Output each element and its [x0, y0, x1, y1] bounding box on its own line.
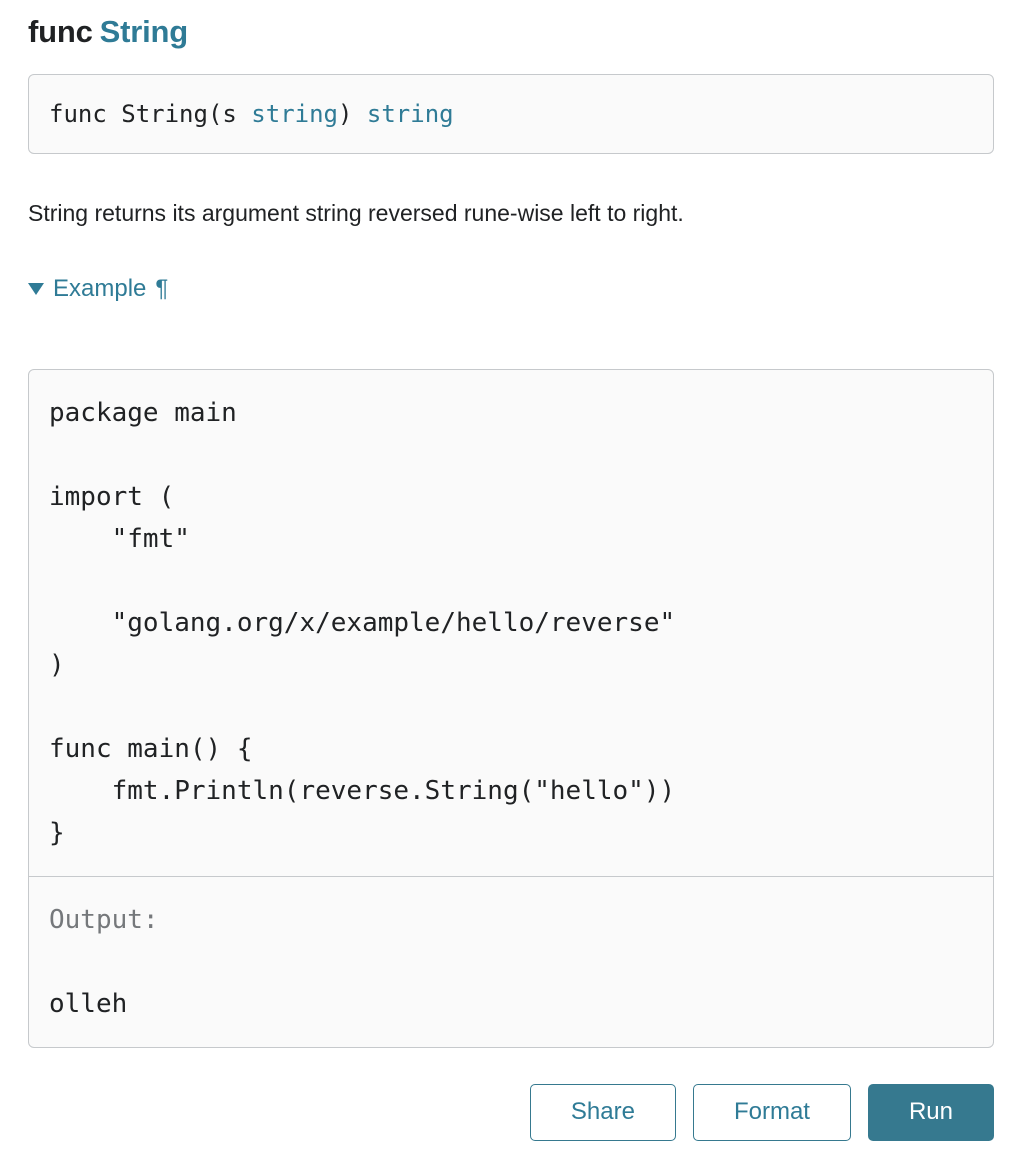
playground-button-row: Share Format Run: [28, 1083, 994, 1141]
share-button[interactable]: Share: [529, 1083, 676, 1141]
signature-text: ): [338, 100, 367, 128]
code-line: [49, 434, 973, 476]
code-line: func main() {: [49, 734, 253, 764]
format-button[interactable]: Format: [692, 1083, 851, 1141]
triangle-down-icon: [28, 283, 44, 295]
code-line: ): [49, 650, 65, 680]
output-blank-line: [49, 941, 973, 983]
example-code-editor[interactable]: package main import ( "fmt" "golang.org/…: [28, 369, 994, 877]
example-output-panel: Output: olleh: [28, 875, 994, 1048]
code-line: }: [49, 818, 65, 848]
code-line: package main: [49, 398, 237, 428]
function-description: String returns its argument string rever…: [28, 200, 684, 226]
function-signature-box: func String(s string) string: [28, 74, 994, 154]
code-line: "fmt": [49, 524, 190, 554]
code-line: import (: [49, 482, 175, 512]
code-line: "golang.org/x/example/hello/reverse": [49, 608, 676, 638]
example-toggle-label: Example: [53, 275, 147, 302]
run-button[interactable]: Run: [867, 1083, 994, 1141]
output-value: olleh: [49, 988, 128, 1019]
param-type-link[interactable]: string: [251, 100, 338, 128]
return-type-link[interactable]: string: [366, 100, 454, 128]
function-signature: func String(s string) string: [49, 100, 973, 128]
code-line: fmt.Println(reverse.String("hello")): [49, 776, 676, 806]
signature-text: func String(s: [49, 100, 252, 128]
code-line: [49, 686, 973, 728]
example-toggle[interactable]: Example ¶: [28, 275, 168, 303]
output-label: Output:: [49, 904, 159, 935]
section-anchor-link[interactable]: ¶: [155, 275, 169, 302]
heading-keyword: func: [28, 14, 93, 49]
heading-function-name: String: [99, 14, 189, 49]
code-line: [49, 560, 973, 602]
